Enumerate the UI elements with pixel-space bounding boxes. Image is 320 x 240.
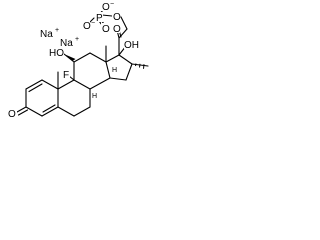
sodium-ion-2-charge: + <box>75 36 79 43</box>
ring-b <box>57 71 91 117</box>
bond-c4-c5-double <box>42 104 56 113</box>
bond-c1-c2-double <box>28 83 43 93</box>
bond-c9-c8 <box>73 79 91 90</box>
c17-hydroxyl: OH <box>124 40 139 51</box>
c8-hydrogen: H <box>92 93 97 100</box>
bond-p-o-left <box>89 17 95 23</box>
ester-oxygen: O <box>113 12 121 23</box>
atom-labels: Na + Na + P O − O − O O O OH HO F H H <box>8 1 139 120</box>
bond-c15-c14 <box>109 77 127 81</box>
bond-c4-c5 <box>41 106 59 117</box>
ring-d <box>105 45 149 81</box>
bond-o-ch2 <box>120 16 128 30</box>
bond-p-o-bridge <box>101 14 113 17</box>
bond-c13-c17 <box>105 54 120 63</box>
bond-c13-c12 <box>89 52 107 63</box>
c3-ketone-oxygen: O <box>8 109 16 120</box>
c9-fluorine: F <box>63 70 69 81</box>
bond-c3-o-b <box>17 109 29 116</box>
bond-c8-c14 <box>89 77 111 90</box>
bond-c12-c11 <box>73 52 91 63</box>
sodium-ion-2: Na <box>60 38 73 49</box>
c11-hydroxyl: HO <box>49 48 64 59</box>
bond-c3-o-a <box>16 106 27 113</box>
bond-c3-c4 <box>25 106 43 117</box>
bond-c10-c1 <box>41 79 59 90</box>
c14-hydrogen: H <box>112 67 117 74</box>
sodium-ion-1-charge: + <box>55 27 59 34</box>
ring-a <box>16 79 59 117</box>
bond-c9-c10 <box>57 79 75 90</box>
ring-c <box>63 45 111 90</box>
bond-c5-c6 <box>57 106 75 117</box>
phosphate-oxygen-top-charge: − <box>110 1 114 8</box>
c20-ketone-oxygen: O <box>113 24 121 35</box>
sodium-ion-1: Na <box>40 29 53 40</box>
phosphate-oxygen-left-charge: − <box>91 20 95 27</box>
phosphate-oxygen-left: O <box>83 21 91 32</box>
bond-c6-c7 <box>73 106 91 117</box>
bond-c17-c16 <box>118 54 133 65</box>
phosphate-oxygen-double: O <box>102 24 110 35</box>
bond-c1-c2 <box>25 79 43 90</box>
bond-c16-c15 <box>125 63 133 81</box>
structure-diagram: Na + Na + P O − O − O O O OH HO F H H <box>8 1 149 120</box>
phosphorus-atom: P <box>96 13 103 24</box>
bond-c14-c13 <box>105 61 111 79</box>
phosphate-oxygen-top: O <box>102 2 110 13</box>
